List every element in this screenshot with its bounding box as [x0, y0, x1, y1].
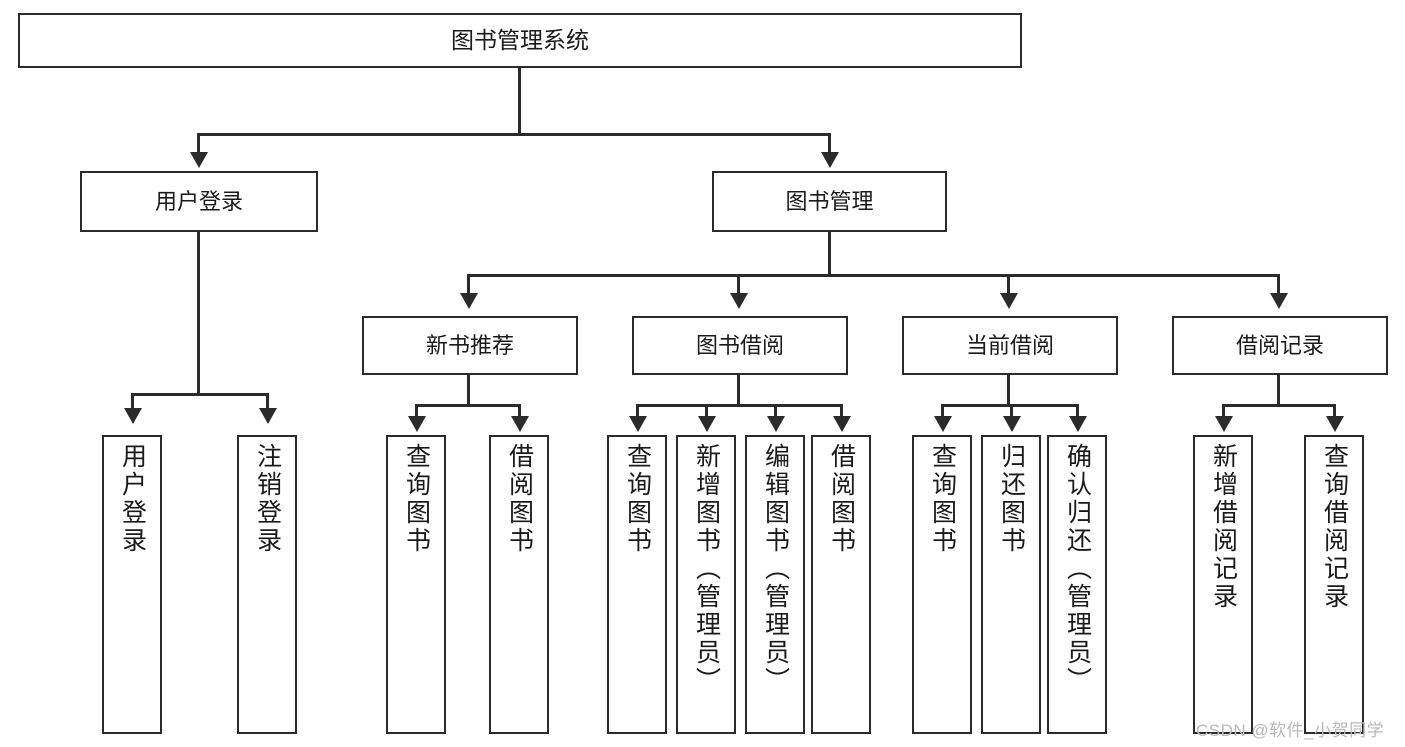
- connector-user-login-child-2: [266, 393, 269, 411]
- connector-root-to-book-management: [828, 133, 831, 155]
- connector-book-borrow-stem: [737, 375, 740, 407]
- connector-user-login-bus: [131, 393, 268, 396]
- leaf-edit-book-admin[interactable]: 编辑图书（管理员）: [745, 435, 805, 734]
- connector-br-child-1: [1222, 404, 1225, 419]
- arrowhead-cb-child-1: [934, 416, 952, 432]
- connector-bb-child-2: [705, 404, 708, 419]
- leaf-label: 编辑图书（管理员）: [761, 443, 790, 695]
- node-new-book-recommend[interactable]: 新书推荐: [362, 316, 578, 375]
- arrowhead-nb-child-1: [408, 416, 426, 432]
- connector-root-to-user-login: [197, 133, 200, 155]
- leaf-label: 借阅图书: [827, 443, 856, 555]
- arrowhead-cb-child-2: [1003, 416, 1021, 432]
- leaf-label: 注销登录: [253, 443, 282, 555]
- node-label: 新书推荐: [425, 332, 514, 358]
- connector-cb-child-2: [1010, 404, 1013, 419]
- arrowhead-br-child-1: [1215, 416, 1233, 432]
- leaf-label: 查询图书: [402, 443, 431, 555]
- node-book-borrow[interactable]: 图书借阅: [632, 316, 848, 375]
- node-user-login[interactable]: 用户登录: [80, 171, 318, 232]
- connector-root-stem: [518, 68, 521, 134]
- connector-nb-child-2: [518, 404, 521, 419]
- leaf-borrow-book[interactable]: 借阅图书: [811, 435, 871, 734]
- arrowhead-cb-child-3: [1069, 416, 1087, 432]
- connector-root-bus: [197, 133, 831, 136]
- connector-bm-to-new-book: [467, 274, 470, 296]
- node-borrow-record[interactable]: 借阅记录: [1172, 316, 1388, 375]
- node-book-management-system[interactable]: 图书管理系统: [18, 13, 1022, 68]
- connector-cb-child-1: [941, 404, 944, 419]
- connector-book-management-bus: [467, 274, 1277, 277]
- node-label: 借阅记录: [1235, 332, 1324, 358]
- arrowhead-br-child-2: [1326, 416, 1344, 432]
- arrowhead-root-to-book-management: [821, 152, 839, 168]
- arrowhead-nb-child-2: [511, 416, 529, 432]
- arrowhead-bm-to-current-borrow: [1000, 293, 1018, 309]
- leaf-add-borrow-record[interactable]: 新增借阅记录: [1193, 435, 1253, 734]
- leaf-query-book-borrow[interactable]: 查询图书: [607, 435, 667, 734]
- connector-user-login-stem: [197, 232, 200, 396]
- connector-book-borrow-bus: [636, 404, 842, 407]
- leaf-borrow-book-recommend[interactable]: 借阅图书: [489, 435, 549, 734]
- connector-bb-child-4: [840, 404, 843, 419]
- csdn-watermark: CSDN @软件_小贺同学: [1196, 721, 1385, 740]
- leaf-logout[interactable]: 注销登录: [237, 435, 297, 734]
- connector-bm-to-book-borrow: [737, 274, 740, 296]
- connector-bb-child-1: [636, 404, 639, 419]
- arrowhead-user-login-child-1: [124, 408, 142, 424]
- connector-new-book-stem: [467, 375, 470, 407]
- connector-borrow-record-bus: [1222, 404, 1335, 407]
- node-label: 用户登录: [154, 188, 243, 214]
- arrowhead-bb-child-1: [629, 416, 647, 432]
- connector-current-borrow-bus: [941, 404, 1078, 407]
- leaf-confirm-return-admin[interactable]: 确认归还（管理员）: [1047, 435, 1107, 734]
- arrowhead-root-to-user-login: [190, 152, 208, 168]
- leaf-add-book-admin[interactable]: 新增图书（管理员）: [676, 435, 736, 734]
- connector-book-management-stem: [828, 232, 831, 276]
- leaf-label: 归还图书: [997, 443, 1026, 555]
- connector-bb-child-3: [774, 404, 777, 419]
- connector-nb-child-1: [415, 404, 418, 419]
- connector-borrow-record-stem: [1277, 375, 1280, 407]
- node-current-borrow[interactable]: 当前借阅: [902, 316, 1118, 375]
- node-label: 图书管理: [785, 188, 874, 214]
- connector-new-book-bus: [415, 404, 520, 407]
- node-book-management[interactable]: 图书管理: [712, 171, 947, 232]
- leaf-label: 查询图书: [623, 443, 652, 555]
- arrowhead-bb-child-2: [698, 416, 716, 432]
- connector-user-login-child-1: [131, 393, 134, 411]
- leaf-label: 确认归还（管理员）: [1063, 443, 1092, 695]
- leaf-label: 新增借阅记录: [1209, 443, 1238, 611]
- connector-bm-to-borrow-record: [1277, 274, 1280, 296]
- leaf-label: 查询图书: [928, 443, 957, 555]
- node-label: 图书借阅: [695, 332, 784, 358]
- connector-bm-to-current-borrow: [1007, 274, 1010, 296]
- node-label: 图书管理系统: [451, 26, 589, 53]
- leaf-label: 新增图书（管理员）: [692, 443, 721, 695]
- arrowhead-bm-to-borrow-record: [1270, 293, 1288, 309]
- arrowhead-bm-to-book-borrow: [730, 293, 748, 309]
- connector-cb-child-3: [1076, 404, 1079, 419]
- leaf-query-book-recommend[interactable]: 查询图书: [386, 435, 446, 734]
- leaf-query-book-current[interactable]: 查询图书: [912, 435, 972, 734]
- connector-current-borrow-stem: [1007, 375, 1010, 407]
- leaf-user-login[interactable]: 用户登录: [102, 435, 162, 734]
- arrowhead-bb-child-3: [767, 416, 785, 432]
- arrowhead-bb-child-4: [833, 416, 851, 432]
- leaf-query-borrow-record[interactable]: 查询借阅记录: [1304, 435, 1364, 734]
- leaf-return-book[interactable]: 归还图书: [981, 435, 1041, 734]
- leaf-label: 借阅图书: [505, 443, 534, 555]
- arrowhead-user-login-child-2: [259, 408, 277, 424]
- arrowhead-bm-to-new-book: [460, 293, 478, 309]
- leaf-label: 查询借阅记录: [1320, 443, 1349, 611]
- connector-br-child-2: [1333, 404, 1336, 419]
- node-label: 当前借阅: [965, 332, 1054, 358]
- leaf-label: 用户登录: [118, 443, 147, 555]
